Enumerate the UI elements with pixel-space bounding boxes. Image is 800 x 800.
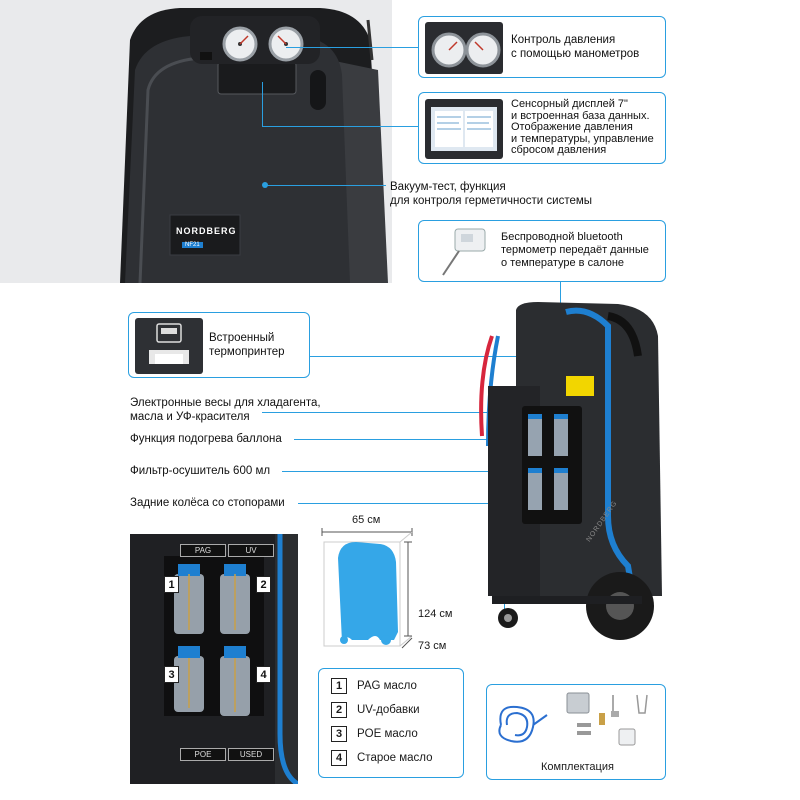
bottle-number-3: 3 [164, 666, 179, 683]
printer-connector [310, 356, 546, 357]
dimension-height: 124 см [418, 608, 453, 620]
machine-full: NORDBERG [458, 296, 668, 646]
heating-text: Функция подогрева баллона [130, 433, 282, 445]
scales-connector [262, 412, 532, 413]
filter-text: Фильтр-осушитель 600 мл [130, 465, 271, 477]
filter-connector [282, 471, 510, 472]
legend-num: 2 [331, 702, 347, 718]
bottle-label-used: USED [228, 748, 274, 761]
legend-label: PAG масло [357, 680, 417, 692]
legend-num: 3 [331, 726, 347, 742]
legend-row-4: 4 Старое масло [331, 749, 433, 767]
kit-box: Комплектация [486, 684, 666, 780]
display-thumb [425, 99, 503, 159]
machine-top-closeup: NORDBERG NF21 [0, 0, 392, 283]
wheels-text: Задние колёса со стопорами [130, 497, 285, 509]
printer-text: Встроенный термопринтер [209, 332, 285, 358]
vacuum-text: Вакуум-тест, функция для контроля гермет… [390, 181, 593, 207]
vacuum-dot [262, 182, 268, 188]
gauges-thumb [425, 22, 503, 74]
legend-label: POE масло [357, 728, 418, 740]
thermometer-callout-box: Беспроводной bluetooth термометр передаё… [418, 220, 666, 282]
legend-num: 4 [331, 750, 347, 766]
printer-thumb [135, 318, 203, 374]
legend-row-3: 3 POE масло [331, 725, 418, 743]
legend-row-1: 1 PAG масло [331, 677, 417, 695]
gauges-callout-box: Контроль давления с помощью манометров [418, 16, 666, 78]
legend-num: 1 [331, 678, 347, 694]
gauges-connector [286, 47, 418, 48]
bottle-number-2: 2 [256, 576, 271, 593]
bottle-label-poe: POE [180, 748, 226, 761]
kit-label: Комплектация [541, 761, 614, 773]
bottle-number-1: 1 [164, 576, 179, 593]
bottle-number-4: 4 [256, 666, 271, 683]
legend-label: Старое масло [357, 752, 433, 764]
brand-model: NF21 [182, 242, 203, 248]
printer-callout-box: Встроенный термопринтер [128, 312, 310, 378]
heating-connector [294, 439, 494, 440]
scales-text: Электронные весы для хладагента, масла и… [130, 397, 321, 423]
wheels-connector [298, 503, 504, 504]
display-text: Сенсорный дисплей 7" и встроенная база д… [511, 98, 654, 156]
display-connector-v [262, 82, 263, 126]
dimension-depth: 73 см [418, 640, 447, 652]
thermometer-text: Беспроводной bluetooth термометр передаё… [501, 231, 649, 269]
display-connector-h [262, 126, 418, 127]
dimensions-diagram: 65 см 124 см 73 см [316, 512, 466, 662]
legend-box: 1 PAG масло 2 UV-добавки 3 POE масло 4 С… [318, 668, 464, 778]
dimension-width: 65 см [352, 514, 381, 526]
brand-logo: NORDBERG [176, 226, 237, 236]
gauges-text: Контроль давления с помощью манометров [511, 34, 640, 60]
bottle-closeup: PAG UV POE USED 1 2 3 4 [130, 534, 298, 784]
legend-row-2: 2 UV-добавки [331, 701, 420, 719]
vacuum-connector [266, 185, 386, 186]
thermometer-icon [429, 225, 499, 279]
display-callout-box: Сенсорный дисплей 7" и встроенная база д… [418, 92, 666, 164]
bottle-label-pag: PAG [180, 544, 226, 557]
bottle-label-uv: UV [228, 544, 274, 557]
legend-label: UV-добавки [357, 704, 420, 716]
